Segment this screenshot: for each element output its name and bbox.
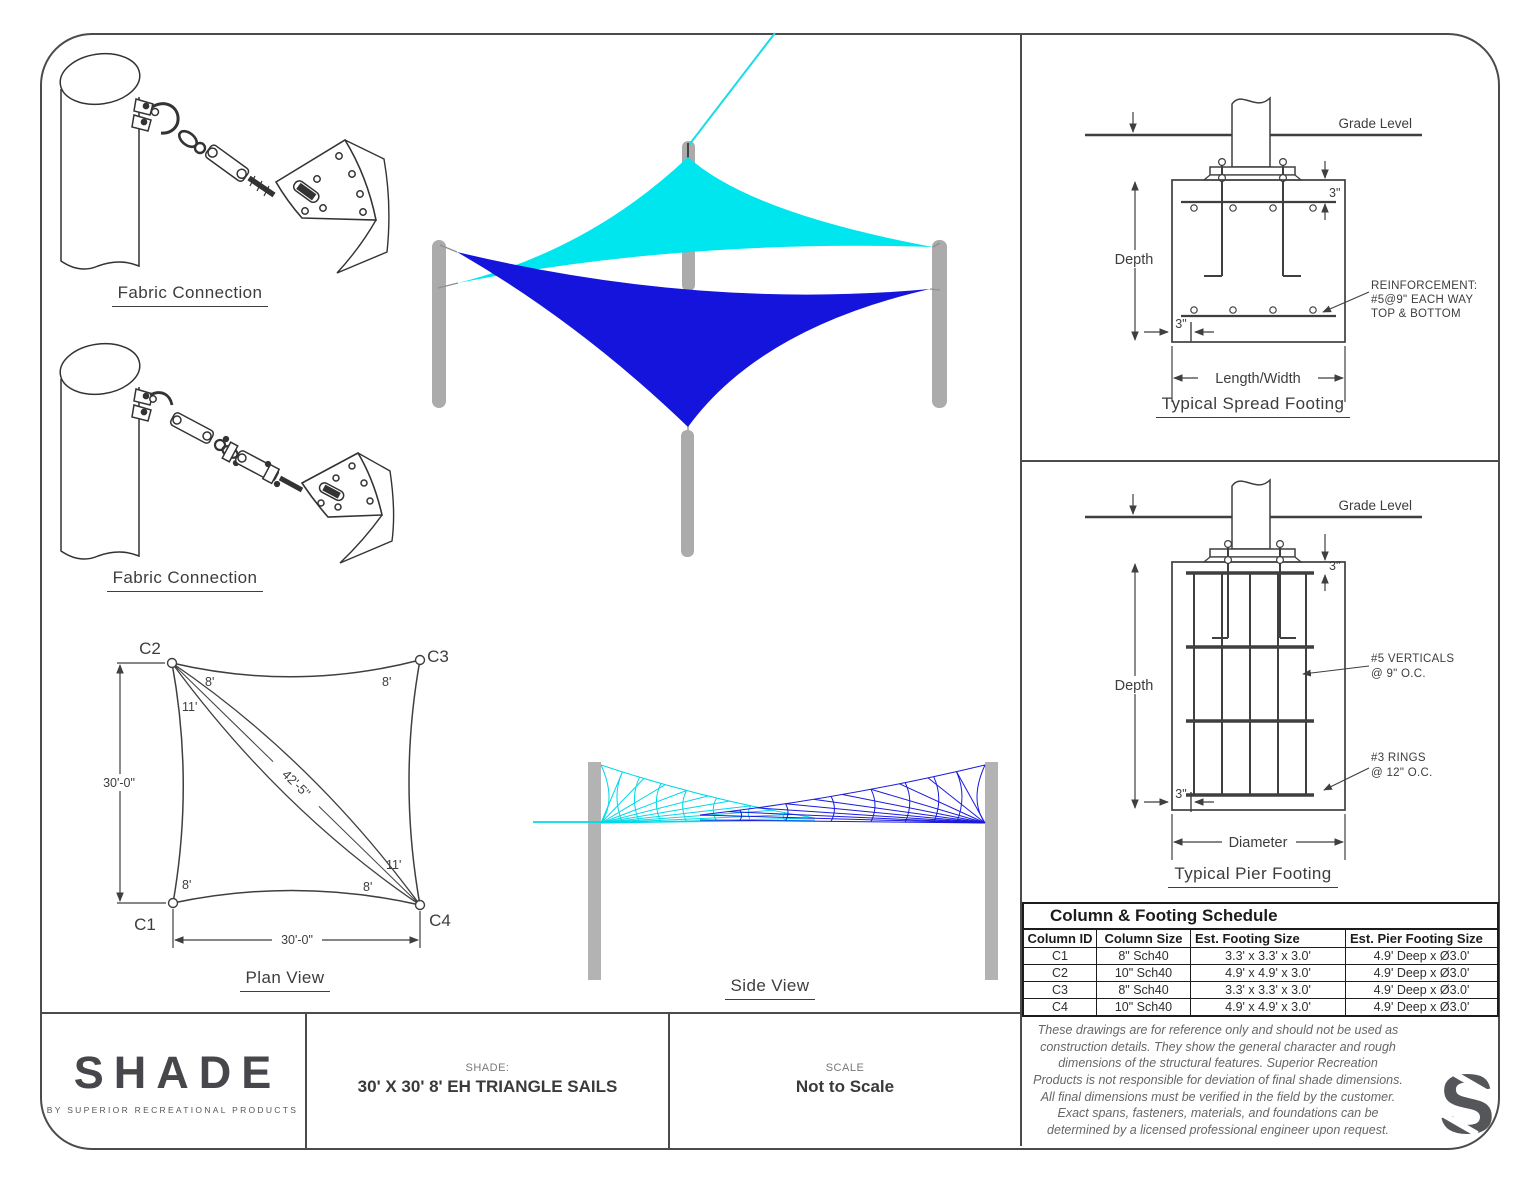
- left-post: [432, 240, 446, 408]
- shade-name-cell: SHADE: 30' X 30' 8' EH TRIANGLE SAILS: [315, 1062, 660, 1097]
- shade-label: SHADE:: [465, 1062, 510, 1074]
- height-c3: 8': [382, 675, 391, 689]
- schedule-title: Column & Footing Schedule: [1024, 904, 1497, 930]
- bottom-dim-label: 30'-0": [281, 933, 313, 947]
- schedule-cell: 4.9' x 4.9' x 3.0': [1191, 965, 1346, 982]
- pier-depth-label: Depth: [1115, 678, 1154, 694]
- schedule-header: Column ID: [1024, 930, 1097, 948]
- schedule-cell: C1: [1024, 948, 1097, 965]
- schedule-cell: 4.9' Deep x Ø3.0': [1346, 982, 1497, 999]
- schedule-cell: 4.9' Deep x Ø3.0': [1346, 948, 1497, 965]
- sails-3d-view: [432, 32, 947, 557]
- titleblock-divider-1: [305, 1012, 307, 1148]
- corner-c4-label: C4: [429, 911, 451, 930]
- schedule-cell: 4.9' x 4.9' x 3.0': [1191, 999, 1346, 1015]
- cyan-sail: [458, 157, 933, 283]
- schedule-cell: C2: [1024, 965, 1097, 982]
- schedule-header: Column Size: [1097, 930, 1191, 948]
- right-post: [932, 240, 947, 408]
- schedule-cell: 10" Sch40: [1097, 965, 1191, 982]
- schedule-grid: Column ID Column Size Est. Footing Size …: [1024, 930, 1497, 1015]
- pier-rings-2: @ 12" O.C.: [1371, 767, 1433, 779]
- scale-value: Not to Scale: [795, 1077, 895, 1096]
- schedule-cell: 3.3' x 3.3' x 3.0': [1191, 948, 1346, 965]
- fabric-connection-2-drawing: [59, 342, 395, 564]
- side-view-drawing: [533, 762, 998, 980]
- height-c1: 8': [182, 878, 191, 892]
- side-left-post: [588, 762, 601, 980]
- schedule-cell: 4.9' Deep x Ø3.0': [1346, 965, 1497, 982]
- fabric-connection-1-drawing: [59, 52, 390, 274]
- right-column-divider: [1020, 33, 1022, 1146]
- corner-c2-label: C2: [139, 639, 161, 658]
- scale-cell: SCALE Not to Scale: [678, 1062, 1012, 1097]
- scale-label: SCALE: [825, 1062, 865, 1074]
- pier-footing-title: Typical Pier Footing: [1143, 864, 1363, 888]
- pier-grade-label: Grade Level: [1338, 498, 1412, 513]
- titleblock-top-line: [40, 1012, 1022, 1014]
- spread-footing-title: Typical Spread Footing: [1128, 394, 1378, 418]
- schedule-cell: 8" Sch40: [1097, 982, 1191, 999]
- schedule-header: Est. Pier Footing Size: [1346, 930, 1497, 948]
- height-c2-lower: 11': [182, 700, 197, 714]
- height-c4-lower: 8': [363, 880, 372, 894]
- side-right-post: [985, 762, 998, 980]
- brand-logo-subtext: BY SUPERIOR RECREATIONAL PRODUCTS: [46, 1105, 299, 1115]
- corner-c1-label: C1: [134, 915, 156, 934]
- spread-side-cover: 3": [1175, 317, 1186, 331]
- spread-reinf-3: TOP & BOTTOM: [1371, 308, 1461, 320]
- blue-sail: [457, 252, 930, 427]
- spread-footing-drawing: Grade Level 3" Depth 3": [1085, 96, 1477, 402]
- pier-width-label: Diameter: [1229, 835, 1288, 851]
- pier-top-cover: 3": [1329, 559, 1340, 573]
- s-logo: S: [1437, 1057, 1496, 1151]
- titleblock-divider-2: [668, 1012, 670, 1148]
- shade-value: 30' X 30' 8' EH TRIANGLE SAILS: [357, 1077, 618, 1096]
- disclaimer-text: These drawings are for reference only an…: [1033, 1023, 1403, 1137]
- spread-reinf-1: REINFORCEMENT:: [1371, 280, 1477, 292]
- left-dim-label: 30'-0": [103, 776, 135, 790]
- corner-c3-label: C3: [427, 647, 449, 666]
- schedule-header: Est. Footing Size: [1191, 930, 1346, 948]
- schedule-cell: 8" Sch40: [1097, 948, 1191, 965]
- height-c4-upper: 11': [386, 858, 401, 872]
- pier-footing-drawing: Grade Level 3" Depth: [1085, 478, 1454, 860]
- pier-verticals-1: #5 VERTICALS: [1371, 653, 1454, 665]
- fabric-connection-2-title: Fabric Connection: [70, 568, 300, 592]
- brand-logo: SHADE BY SUPERIOR RECREATIONAL PRODUCTS: [40, 1014, 305, 1148]
- spread-width-label: Length/Width: [1215, 371, 1300, 387]
- brand-logo-text: SHADE: [73, 1047, 282, 1098]
- pier-rings-1: #3 RINGS: [1371, 752, 1426, 764]
- schedule-cell: 3.3' x 3.3' x 3.0': [1191, 982, 1346, 999]
- schedule-cell: 4.9' Deep x Ø3.0': [1373, 1000, 1470, 1014]
- fabric-connection-1-title: Fabric Connection: [75, 283, 305, 307]
- plan-view-title: Plan View: [200, 968, 370, 992]
- schedule-cell: C3: [1024, 982, 1097, 999]
- front-post: [681, 430, 694, 557]
- pier-side-cover: 3": [1175, 787, 1186, 801]
- plan-view-drawing: 42'-5" 30'-0" 30'-0" C2 C3 C1 C4 8' 11' …: [98, 639, 451, 948]
- height-c2-upper: 8': [205, 675, 214, 689]
- blue-sail-mesh: [699, 764, 986, 824]
- spread-depth-label: Depth: [1115, 252, 1154, 268]
- pier-verticals-2: @ 9" O.C.: [1371, 668, 1426, 680]
- column-footing-schedule: Column & Footing Schedule Column ID Colu…: [1022, 902, 1499, 1017]
- spread-grade-label: Grade Level: [1338, 116, 1412, 131]
- schedule-cell: C4: [1024, 999, 1097, 1015]
- cyan-cable: [688, 32, 776, 146]
- spread-reinf-2: #5@9" EACH WAY: [1371, 294, 1473, 306]
- sheet-border: [40, 33, 1500, 1150]
- spread-top-cover: 3": [1329, 186, 1340, 200]
- side-view-title: Side View: [685, 976, 855, 1000]
- footing-panels-divider: [1021, 460, 1498, 462]
- schedule-cell: 10" Sch40: [1097, 999, 1191, 1015]
